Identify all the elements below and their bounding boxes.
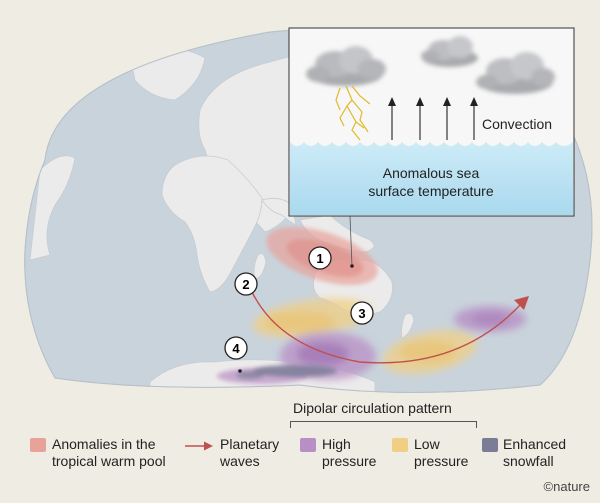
convection-arrows [388,97,478,140]
sea-surface-waves [290,142,573,146]
inset-leader-line [349,215,353,267]
planetary-waves-legend-label: Planetary waves [220,436,280,469]
svg-text:1: 1 [316,251,323,266]
storm-cloud-icon [306,46,386,86]
marker-3: 3 [350,301,374,325]
high-pressure-legend-label: High pressure [322,436,377,469]
lightning-icon [335,85,371,141]
planetary-wave-arrow [251,291,529,364]
svg-text:3: 3 [358,306,365,321]
sst-label-line2: surface temperature [368,183,493,199]
warm-pool-legend-label: Anomalies in the tropical warm pool [52,436,166,469]
dipolar-pattern-title: Dipolar circulation pattern [293,400,452,416]
cloud-icon-center [421,36,478,67]
snowfall-legend-label: Enhanced snowfall [503,436,567,469]
dipolar-bracket [290,421,477,428]
warm-pool-swatch [30,438,46,452]
svg-text:2: 2 [242,277,249,292]
marker-1: 1 [308,246,332,270]
landmass-india [261,197,297,226]
landmass-west [29,155,76,261]
planetary-waves-arrow-icon [185,441,213,451]
landmass-madagascar [253,253,267,279]
marker-2: 2 [234,272,258,296]
high-pressure-region-east [454,306,526,332]
low-pressure-swatch [392,438,408,452]
inset-leader-dot [350,264,354,268]
landmass-new-zealand [401,312,415,339]
low-pressure-legend-label: Low pressure [414,436,469,469]
convection-inset: Convection Anomalous sea surface tempera… [288,27,575,217]
marker-4: 4 [224,336,248,360]
snowfall-region [236,365,337,379]
landmass-africa [161,155,263,293]
svg-text:4: 4 [232,341,240,356]
snowfall-swatch [482,438,498,452]
low-pressure-region-west [252,298,372,338]
nature-credit: ©nature [543,479,590,494]
high-pressure-swatch [300,438,316,452]
cloud-icon-right [476,52,555,94]
low-pressure-region-east [382,330,478,374]
marker-4-dot [238,369,242,373]
convection-label: Convection [482,116,552,132]
sst-label-line1: Anomalous sea [383,165,480,181]
